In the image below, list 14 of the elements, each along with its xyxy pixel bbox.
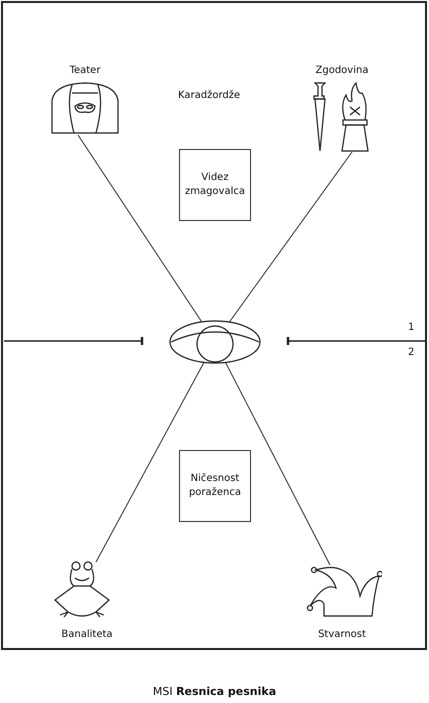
connector-line bbox=[78, 134, 202, 322]
section-number: 1 bbox=[408, 322, 414, 333]
node-label: Zgodovina bbox=[316, 64, 368, 77]
node-label: Banaliteta bbox=[61, 628, 113, 641]
caption: MSI Resnica pesnika bbox=[152, 685, 278, 698]
text-box: Videz zmagovalca bbox=[179, 149, 251, 221]
connector-line bbox=[228, 152, 352, 323]
node-label: Teater bbox=[70, 64, 100, 77]
connector-line bbox=[96, 362, 204, 562]
connector-line bbox=[225, 362, 330, 566]
text-box: Ničesnost poraženca bbox=[179, 450, 251, 522]
node-label: Stvarnost bbox=[318, 628, 366, 641]
section-number: 2 bbox=[408, 347, 414, 358]
annotation-text: Karadžordže bbox=[178, 90, 240, 101]
